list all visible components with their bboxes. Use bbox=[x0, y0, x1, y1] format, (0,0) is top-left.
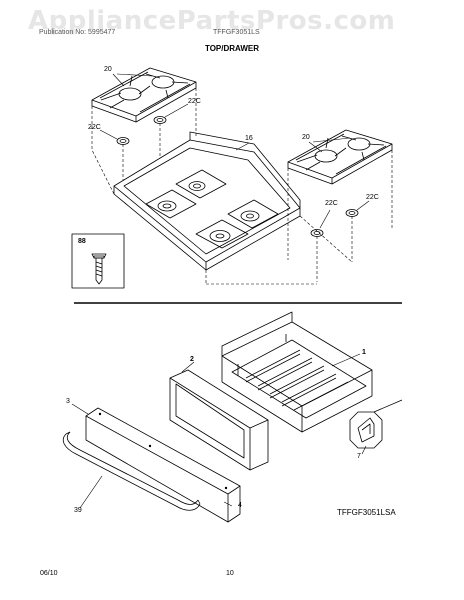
left-burner-grate bbox=[91, 67, 197, 123]
callout-22c-c: 22C bbox=[366, 194, 379, 201]
watermark: AppliancePartsPros.com bbox=[28, 6, 396, 36]
drawer-glide-box bbox=[349, 399, 403, 449]
assembly-lines-top bbox=[91, 88, 393, 285]
callout-2: 2 bbox=[190, 356, 194, 363]
callout-22c-d: 22C bbox=[325, 200, 338, 207]
footer-page-number: 10 bbox=[226, 570, 234, 577]
callout-39: 39 bbox=[74, 507, 82, 514]
diagram-title: TOP/DRAWER bbox=[204, 44, 260, 53]
leader-lines bbox=[71, 73, 370, 509]
callout-88: 88 bbox=[78, 238, 86, 245]
drawer-front bbox=[85, 407, 241, 523]
callout-22c-b: 22C bbox=[88, 124, 101, 131]
callout-20-left: 20 bbox=[104, 66, 112, 73]
callout-4: 4 bbox=[238, 502, 242, 509]
drawer-handle bbox=[62, 431, 201, 511]
callout-1: 1 bbox=[362, 349, 366, 356]
callout-3: 3 bbox=[66, 398, 70, 405]
screw-box bbox=[71, 233, 125, 289]
callout-16: 16 bbox=[245, 135, 253, 142]
model-reference: TFFGF3051LS bbox=[213, 29, 260, 36]
drawer-liner bbox=[221, 311, 373, 433]
callout-22c-a: 22C bbox=[188, 98, 201, 105]
footer-date: 06/10 bbox=[40, 570, 58, 577]
model-number: TFFGF3051LSA bbox=[337, 508, 396, 517]
cooktop bbox=[113, 131, 301, 271]
publication-number: Publication No: 5995477 bbox=[39, 29, 116, 36]
callout-7: 7 bbox=[357, 453, 361, 460]
callout-20-right: 20 bbox=[302, 134, 310, 141]
drawer-panel bbox=[169, 369, 269, 471]
